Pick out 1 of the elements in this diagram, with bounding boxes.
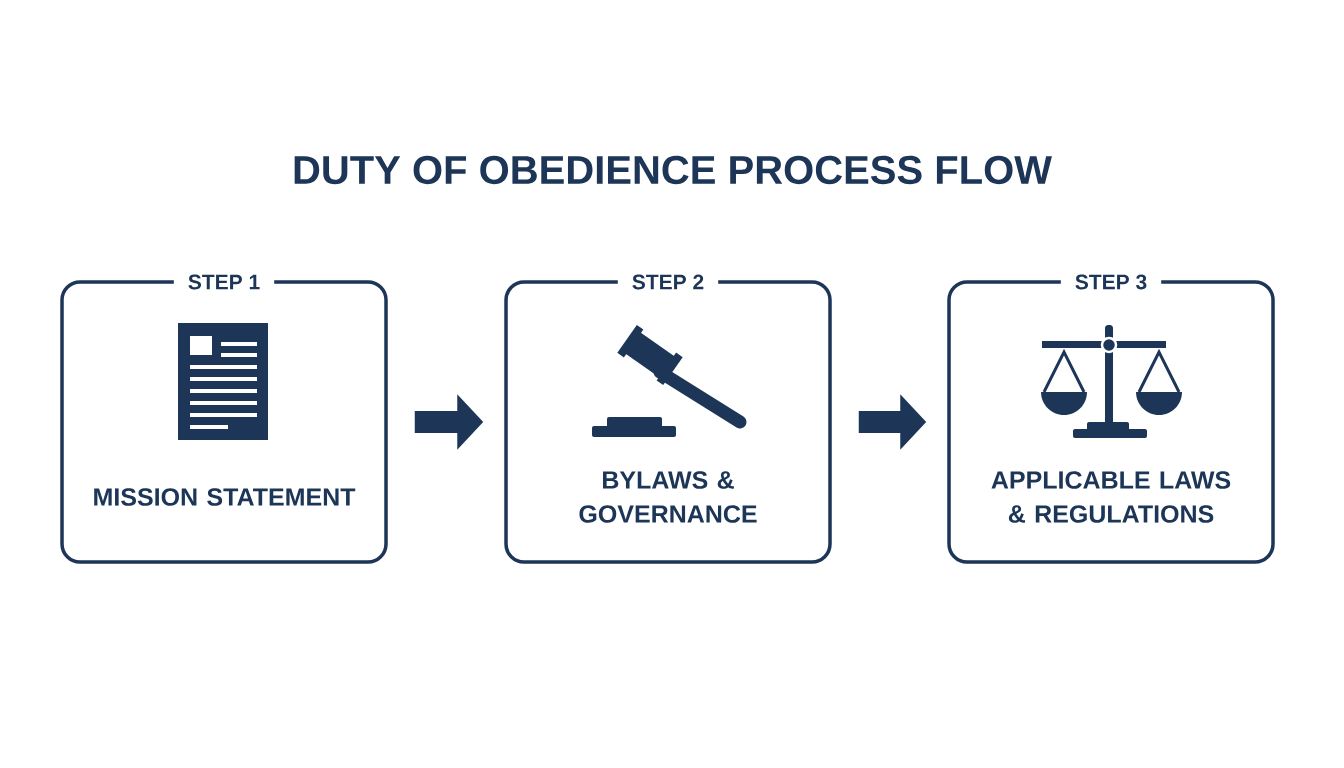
title: DUTY OF OBEDIENCE PROCESS FLOW <box>294 155 1052 185</box>
